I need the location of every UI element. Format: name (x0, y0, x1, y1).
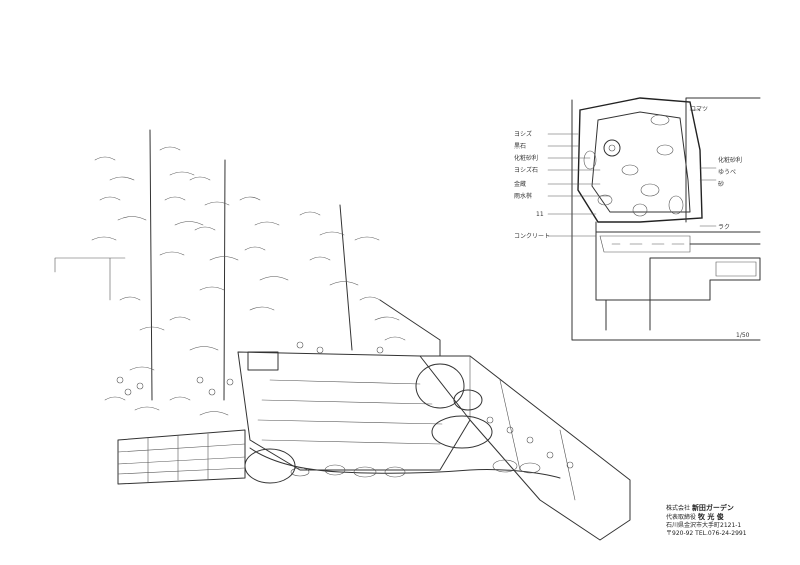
right-label-4: ラク (718, 224, 731, 231)
scale-label: 1/50 (736, 332, 750, 339)
label-6: 11 (536, 211, 544, 218)
label-2: 化粧砂利 (514, 155, 539, 162)
title-block: 株式会社 新田ガーデン 代表取締役 牧 光 俊 石川県金沢市大手町2121-1 … (666, 504, 784, 538)
company-prefix: 株式会社 (666, 505, 691, 512)
right-label-2: ゆうべ (718, 169, 737, 176)
perspective-view (54, 129, 631, 541)
representative-name: 牧 光 俊 (697, 513, 724, 521)
label-7: コンクリート (514, 233, 551, 240)
company-name: 新田ガーデン (691, 504, 734, 512)
phone: 〒920-92 TEL.076-24-2991 (666, 530, 747, 537)
label-1: 黒石 (514, 143, 527, 150)
address: 石川県金沢市大手町2121-1 (666, 522, 742, 529)
representative-row: 代表取締役 牧 光 俊 (666, 513, 784, 522)
section-detail (547, 97, 761, 341)
label-3: ヨシズ石 (514, 167, 539, 174)
label-5: 雨水桝 (514, 193, 533, 200)
label-4: 金蔵 (514, 181, 527, 188)
representative-prefix: 代表取締役 (666, 514, 697, 521)
label-0: ヨシズ (514, 131, 533, 138)
company-row: 株式会社 新田ガーデン (666, 504, 784, 513)
right-label-3: 砂 (718, 181, 725, 188)
right-label-1: 化粧砂利 (718, 157, 743, 164)
right-label-0: ロマツ (690, 106, 709, 113)
